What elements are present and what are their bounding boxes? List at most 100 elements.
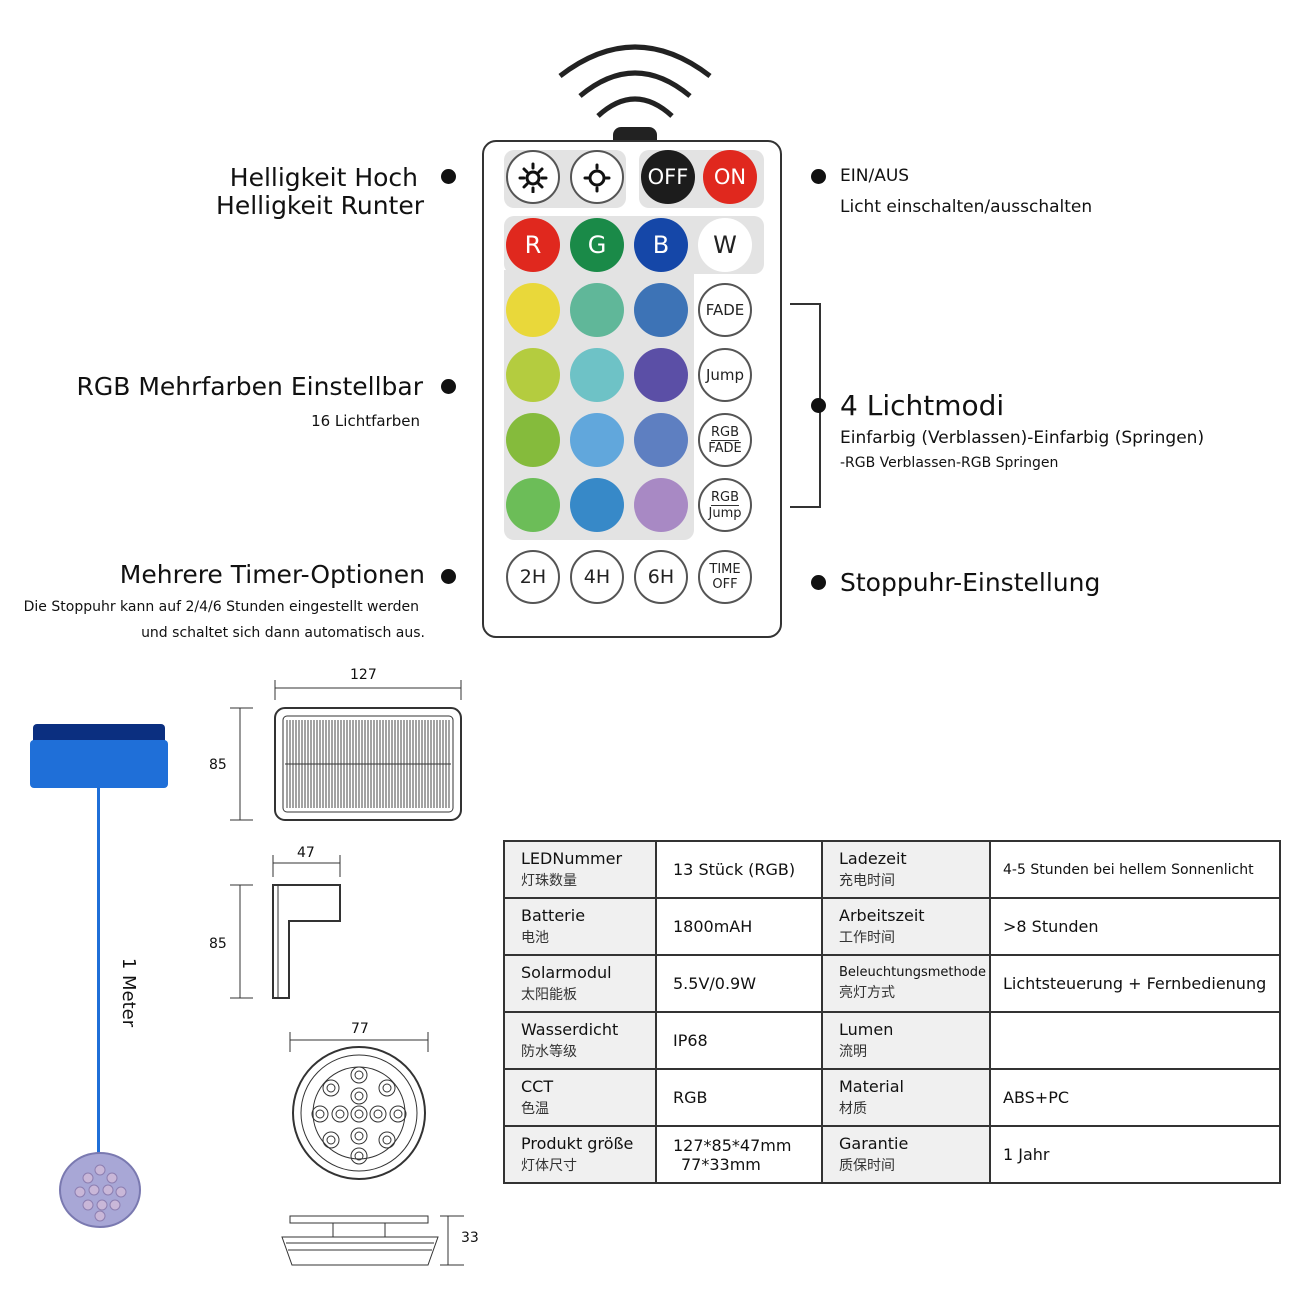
color-button[interactable] (506, 283, 560, 337)
bullet (811, 169, 826, 184)
spec-key-cn: 工作时间 (839, 930, 895, 946)
spec-key: Beleuchtungsmethode (839, 965, 986, 980)
bullet (441, 569, 456, 584)
spec-value: 1800mAH (673, 917, 753, 936)
spec-value: ABS+PC (1003, 1088, 1070, 1107)
spec-value-cell: 1 Jahr (989, 1125, 1281, 1184)
spec-value: 1 Jahr (1003, 1145, 1050, 1164)
spec-value-cell: ABS+PC (989, 1068, 1281, 1127)
led-light-icon (59, 1152, 141, 1228)
spec-value-cell: Lichtsteuerung + Fernbedienung (989, 954, 1281, 1013)
spec-value-cell: 13 Stück (RGB) (655, 840, 823, 899)
timer-2h-button[interactable]: 2H (506, 550, 560, 604)
timer-title: Mehrere Timer-Optionen (119, 560, 425, 589)
timer-6h-button[interactable]: 6H (634, 550, 688, 604)
spec-value: Lichtsteuerung + Fernbedienung (1003, 974, 1267, 993)
light-side-drawing (281, 1215, 464, 1266)
blue-button[interactable]: B (634, 218, 688, 272)
dim-height-85a: 85 (209, 757, 227, 773)
spec-key-cn: 亮灯方式 (839, 985, 895, 1001)
timer-4h-button[interactable]: 4H (570, 550, 624, 604)
spec-key-cell: Arbeitszeit 工作时间 (821, 897, 991, 956)
spec-key: Material (839, 1077, 904, 1096)
brightness-up-label: Helligkeit Hoch (229, 163, 418, 192)
spec-value-cell: 5.5V/0.9W (655, 954, 823, 1013)
spec-key-cn: 防水等级 (521, 1044, 577, 1060)
modes-desc-2: -RGB Verblassen-RGB Springen (840, 455, 1059, 471)
spec-value-cell: 4-5 Stunden bei hellem Sonnenlicht (989, 840, 1281, 899)
spec-key-cn: 灯体尺寸 (521, 1158, 577, 1174)
spec-key: Arbeitszeit (839, 906, 925, 925)
brightness-up-button[interactable] (506, 150, 560, 204)
color-button[interactable] (570, 413, 624, 467)
ir-emitter (613, 127, 657, 143)
color-button[interactable] (634, 283, 688, 337)
spec-key: Lumen (839, 1020, 894, 1039)
spec-key-cn: 太阳能板 (521, 987, 577, 1003)
color-button[interactable] (634, 413, 688, 467)
modes-desc-1: Einfarbig (Verblassen)-Einfarbig (Spring… (840, 428, 1205, 448)
spec-value: IP68 (673, 1031, 708, 1050)
bullet (811, 398, 826, 413)
spec-value: RGB (673, 1088, 708, 1107)
signal-icon (558, 44, 712, 118)
bullet (811, 575, 826, 590)
spec-key: Solarmodul (521, 963, 612, 982)
spec-value-cell: RGB (655, 1068, 823, 1127)
color-button[interactable] (506, 413, 560, 467)
color-button[interactable] (634, 348, 688, 402)
red-button[interactable]: R (506, 218, 560, 272)
onoff-title: EIN/AUS (840, 166, 910, 186)
stopwatch-title: Stoppuhr-Einstellung (840, 568, 1101, 597)
color-button[interactable] (634, 478, 688, 532)
color-button[interactable] (570, 283, 624, 337)
color-button[interactable] (570, 348, 624, 402)
off-button[interactable]: OFF (641, 150, 695, 204)
spec-value: 127*85*47mm (673, 1135, 792, 1155)
spec-value: >8 Stunden (1003, 917, 1099, 936)
spec-key: LEDNummer (521, 849, 623, 868)
spec-value: 4-5 Stunden bei hellem Sonnenlicht (1003, 861, 1254, 878)
color-button[interactable] (506, 348, 560, 402)
spec-key-cell: Solarmodul 太阳能板 (503, 954, 657, 1013)
rgb-desc: 16 Lichtfarben (311, 412, 420, 430)
spec-value: 13 Stück (RGB) (673, 860, 796, 879)
spec-key: Batterie (521, 906, 586, 925)
rgb-title: RGB Mehrfarben Einstellbar (76, 372, 423, 401)
green-button[interactable]: G (570, 218, 624, 272)
color-button[interactable] (506, 478, 560, 532)
spec-value: 77*33mm (681, 1154, 761, 1174)
color-button[interactable] (570, 478, 624, 532)
white-button[interactable]: W (698, 218, 752, 272)
solar-module (30, 740, 168, 788)
spec-value-cell (989, 1011, 1281, 1070)
spec-key: Produkt größe (521, 1134, 634, 1153)
jump-button[interactable]: Jump (698, 348, 752, 402)
light-front-drawing (289, 1032, 429, 1180)
brightness-up-icon (518, 162, 548, 193)
spec-key-cn: 材质 (839, 1101, 867, 1117)
spec-key: Ladezeit (839, 849, 907, 868)
dim-height-85b: 85 (209, 936, 227, 952)
on-button[interactable]: ON (703, 150, 757, 204)
spec-value-cell: 1800mAH (655, 897, 823, 956)
modes-title: 4 Lichtmodi (840, 389, 1005, 422)
brightness-down-button[interactable] (570, 150, 624, 204)
spec-row: Solarmodul 太阳能板 5.5V/0.9W Beleuchtungsmetho… (503, 954, 1281, 1013)
dim-depth-47: 47 (297, 845, 315, 861)
fade-button[interactable]: FADE (698, 283, 752, 337)
